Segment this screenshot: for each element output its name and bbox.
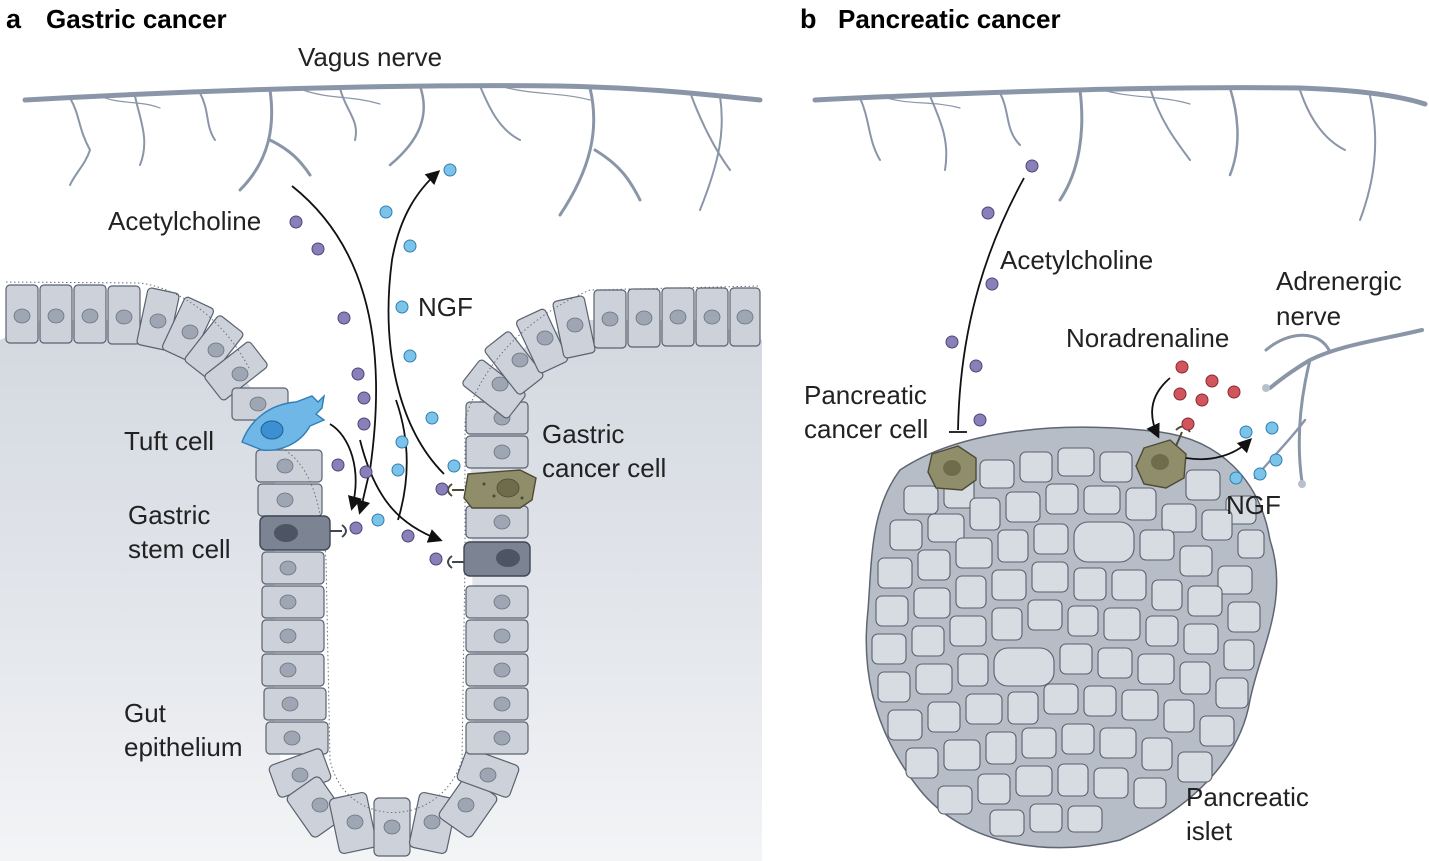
gut-epithelium-label-line2: epithelium [124,732,243,762]
panel-a-title: Gastric cancer [46,4,227,34]
ngf-label-a: NGF [418,292,473,322]
vagus-nerve-label: Vagus nerve [298,42,442,72]
gut-epithelium-label-line1: Gut [124,698,167,728]
noradrenaline-arrow [1146,377,1171,439]
acetylcholine-molecules-b [945,159,1039,427]
panel-b: b Pancreatic cancer Adrenergic nerve [800,4,1428,849]
pancreatic-cancer-cell-right [1135,425,1191,489]
pancreatic-islet [865,426,1278,849]
noradrenaline-molecules [1173,360,1241,431]
tuft-acetylcholine-arrow [329,423,362,511]
pancreatic-cancer-cell [927,445,977,491]
acetylcholine-label-a: Acetylcholine [108,206,261,236]
adrenergic-nerve-label-line1: Adrenergic [1276,266,1402,296]
pancreatic-islet-label-line1: Pancreatic [1186,782,1309,812]
ngf-arrow-to-nerve [387,170,445,475]
gastric-stem-cell-label-line1: Gastric [128,500,210,530]
tuft-cell [241,393,326,451]
ngf-arrow-from-crypt [395,399,408,521]
gastric-stem-cell-label-line2: stem cell [128,534,231,564]
pancreatic-cancer-cell-label-line1: Pancreatic [804,380,927,410]
pancreatic-islet-label-line2: islet [1186,816,1233,846]
acetylcholine-inhibit-line [957,177,1025,431]
stomach-tissue [0,320,762,861]
ngf-label-b: NGF [1226,490,1281,520]
nerve-b [812,85,1428,221]
gastric-stem-cell [259,515,347,551]
acetylcholine-arrow-to-stem [291,185,377,515]
noradrenaline-label: Noradrenaline [1066,323,1229,353]
adrenergic-nerve-label-line2: nerve [1276,301,1341,331]
tuft-cell-label: Tuft cell [124,426,214,456]
ngf-molecules-a [371,163,461,527]
vagus-nerve [22,83,763,217]
acetylcholine-molecules-a [289,215,449,566]
gastric-cancer-cell-label-line1: Gastric [542,419,624,449]
panel-a: a Gastric cancer Vagus nerve [0,4,763,861]
ngf-arrow-b [1185,437,1253,461]
gastric-stem-cell-right [447,541,531,577]
panel-b-letter: b [800,4,817,34]
panel-b-title: Pancreatic cancer [838,4,1061,34]
pancreatic-cancer-cell-label-line2: cancer cell [804,414,928,444]
gut-epithelium [5,281,761,857]
panel-a-letter: a [6,4,22,34]
acetylcholine-label-b: Acetylcholine [1000,245,1153,275]
acetylcholine-arrow-to-cancer [359,439,443,543]
gastric-cancer-cell-label-line2: cancer cell [542,453,666,483]
gastric-cancer-cell [447,469,537,509]
ngf-molecules-b [1229,421,1283,485]
